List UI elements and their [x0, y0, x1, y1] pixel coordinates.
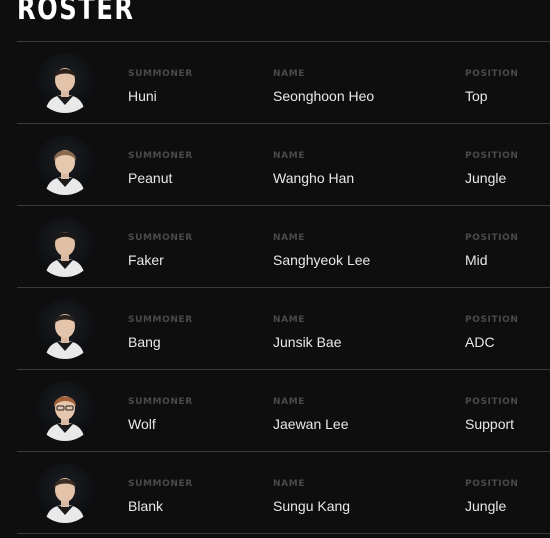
summoner-value: Peanut — [128, 170, 173, 186]
summoner-label: SUMMONER — [128, 397, 193, 407]
position-label: POSITION — [465, 315, 519, 325]
summoner-value: Blank — [128, 498, 164, 514]
name-value: Sanghyeok Lee — [273, 252, 371, 268]
position-value: ADC — [465, 334, 495, 350]
position-value: Mid — [465, 252, 488, 268]
name-value: Sungu Kang — [273, 498, 351, 514]
name-value: Seonghoon Heo — [273, 88, 375, 104]
position-field: POSITION Jungle — [465, 151, 519, 186]
summoner-label: SUMMONER — [128, 233, 193, 243]
name-field: NAME Jaewan Lee — [273, 397, 349, 432]
player-portrait-icon — [45, 68, 85, 113]
name-field: NAME Wangho Han — [273, 151, 354, 186]
roster-row[interactable]: SUMMONER Faker NAME Sanghyeok Lee POSITI… — [17, 206, 550, 288]
name-label: NAME — [273, 151, 306, 161]
summoner-label: SUMMONER — [128, 479, 193, 489]
page-title: ROSTER — [17, 0, 135, 27]
player-avatar[interactable] — [35, 53, 95, 113]
roster-list: SUMMONER Huni NAME Seonghoon Heo POSITIO… — [17, 42, 550, 534]
summoner-label: SUMMONER — [128, 315, 193, 325]
name-label: NAME — [273, 233, 306, 243]
position-label: POSITION — [465, 69, 519, 79]
position-value: Support — [465, 416, 515, 432]
roster-row[interactable]: SUMMONER Blank NAME Sungu Kang POSITION … — [17, 452, 550, 534]
summoner-field: SUMMONER Wolf — [128, 397, 193, 432]
position-field: POSITION Mid — [465, 233, 519, 268]
position-label: POSITION — [465, 233, 519, 243]
player-avatar[interactable] — [35, 463, 95, 523]
roster-row[interactable]: SUMMONER Wolf NAME Jaewan Lee POSITION S… — [17, 370, 550, 452]
name-label: NAME — [273, 315, 306, 325]
position-label: POSITION — [465, 397, 519, 407]
name-field: NAME Junsik Bae — [273, 315, 341, 350]
name-label: NAME — [273, 69, 306, 79]
player-avatar[interactable] — [35, 217, 95, 277]
player-portrait-icon — [45, 150, 85, 195]
name-value: Wangho Han — [273, 170, 355, 186]
position-field: POSITION ADC — [465, 315, 519, 350]
summoner-field: SUMMONER Huni — [128, 69, 193, 104]
summoner-label: SUMMONER — [128, 151, 193, 161]
position-label: POSITION — [465, 479, 519, 489]
player-portrait-icon — [45, 478, 85, 523]
position-field: POSITION Support — [465, 397, 519, 432]
summoner-value: Bang — [128, 334, 161, 350]
player-portrait-icon — [45, 232, 85, 277]
summoner-value: Wolf — [128, 416, 156, 432]
name-field: NAME Seonghoon Heo — [273, 69, 374, 104]
position-label: POSITION — [465, 151, 519, 161]
position-value: Top — [465, 88, 488, 104]
summoner-field: SUMMONER Blank — [128, 479, 193, 514]
name-field: NAME Sanghyeok Lee — [273, 233, 370, 268]
summoner-field: SUMMONER Faker — [128, 233, 193, 268]
name-value: Jaewan Lee — [273, 416, 349, 432]
player-avatar[interactable] — [35, 381, 95, 441]
name-label: NAME — [273, 397, 306, 407]
player-avatar[interactable] — [35, 135, 95, 195]
summoner-field: SUMMONER Peanut — [128, 151, 193, 186]
name-label: NAME — [273, 479, 306, 489]
position-value: Jungle — [465, 498, 507, 514]
player-portrait-icon — [45, 396, 85, 441]
summoner-field: SUMMONER Bang — [128, 315, 193, 350]
summoner-label: SUMMONER — [128, 69, 193, 79]
position-value: Jungle — [465, 170, 507, 186]
summoner-value: Faker — [128, 252, 164, 268]
name-field: NAME Sungu Kang — [273, 479, 350, 514]
player-avatar[interactable] — [35, 299, 95, 359]
name-value: Junsik Bae — [273, 334, 342, 350]
roster-row[interactable]: SUMMONER Huni NAME Seonghoon Heo POSITIO… — [17, 42, 550, 124]
position-field: POSITION Top — [465, 69, 519, 104]
player-portrait-icon — [45, 314, 85, 359]
title-divider — [17, 41, 550, 42]
position-field: POSITION Jungle — [465, 479, 519, 514]
roster-row[interactable]: SUMMONER Peanut NAME Wangho Han POSITION… — [17, 124, 550, 206]
roster-row[interactable]: SUMMONER Bang NAME Junsik Bae POSITION A… — [17, 288, 550, 370]
summoner-value: Huni — [128, 88, 157, 104]
